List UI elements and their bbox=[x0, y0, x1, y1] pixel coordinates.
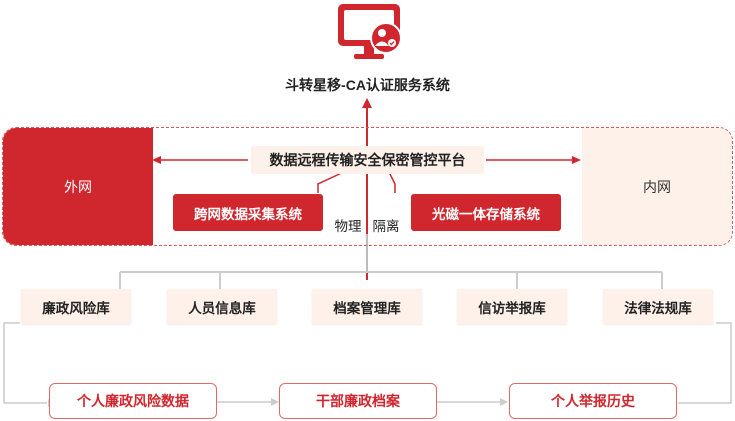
internal-network: 内网 bbox=[582, 128, 732, 245]
monitor-user-check-icon bbox=[334, 0, 406, 62]
storage-link bbox=[387, 169, 396, 193]
isolation-label-left: 物理 bbox=[334, 219, 362, 234]
arrow-left-head bbox=[152, 156, 161, 164]
isolation-label-right: 隔离 bbox=[372, 219, 400, 234]
collect-system-box: 跨网数据采集系统 bbox=[173, 194, 323, 231]
output-cadre-archive: 干部廉政档案 bbox=[279, 383, 437, 419]
arrow-right-head bbox=[572, 156, 581, 164]
db-integrity-risk: 廉政风险库 bbox=[21, 289, 131, 324]
external-network: 外网 bbox=[3, 128, 153, 245]
platform-band: 外网 内网 bbox=[2, 127, 733, 246]
db-laws: 法律法规库 bbox=[603, 289, 713, 324]
db-archive: 档案管理库 bbox=[312, 289, 422, 324]
output-report-history: 个人举报历史 bbox=[509, 383, 677, 419]
up-arrow bbox=[362, 98, 372, 108]
db-personnel: 人员信息库 bbox=[167, 289, 277, 324]
platform-label: 数据远程传输安全保密管控平台 bbox=[251, 146, 484, 174]
right-loop bbox=[678, 322, 732, 404]
collect-link bbox=[317, 169, 349, 193]
storage-system-box: 光磁一体存储系统 bbox=[411, 194, 561, 231]
output-personal-risk: 个人廉政风险数据 bbox=[49, 383, 217, 419]
db-petition: 信访举报库 bbox=[457, 289, 567, 324]
system-title: 斗转星移-CA认证服务系统 bbox=[285, 77, 450, 93]
left-loop bbox=[3, 322, 47, 404]
